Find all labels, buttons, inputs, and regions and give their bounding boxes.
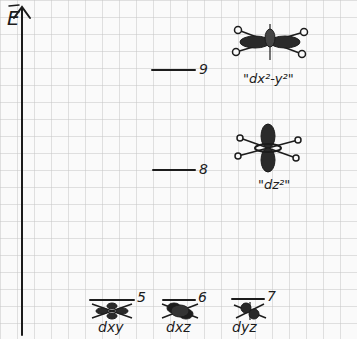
orbital-name: "dz²" [258, 178, 290, 191]
energy-level [152, 69, 195, 71]
orbital-name: dyz [232, 320, 257, 334]
level-number: 5 [137, 290, 146, 304]
energy-axis [21, 8, 23, 335]
level-number: 6 [198, 290, 207, 304]
level-number: 7 [267, 289, 276, 303]
energy-level [232, 298, 264, 300]
orbital-sketch [162, 303, 198, 319]
energy-level [163, 299, 195, 301]
orbital-name: "dx²-y²" [243, 72, 294, 85]
energy-level [153, 169, 195, 171]
level-number: 8 [199, 162, 208, 176]
orbital-sketch [235, 124, 301, 172]
level-number: 9 [199, 62, 208, 76]
orbital-name: dxy [98, 320, 123, 334]
orbital-sketch [234, 302, 266, 320]
orbital-sketch [233, 24, 308, 60]
orbital-name: dxz [166, 320, 191, 334]
orbital-sketch [92, 303, 132, 319]
energy-level [90, 299, 134, 301]
axis-label: E [7, 8, 20, 28]
vector-bar [9, 5, 19, 6]
